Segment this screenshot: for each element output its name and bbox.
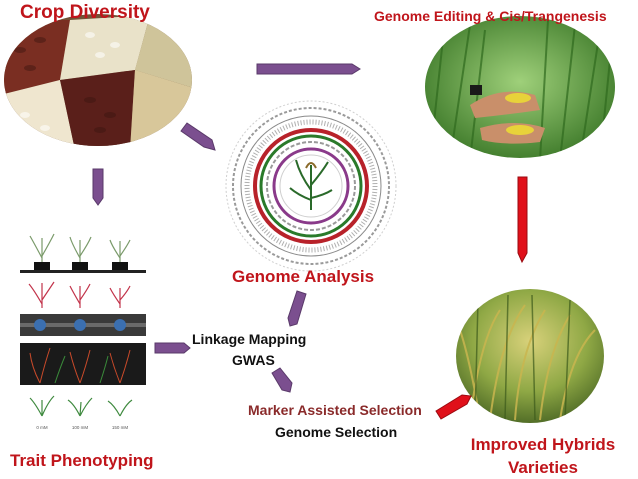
trait-phenotyping-title: Trait Phenotyping: [10, 451, 154, 470]
genome-analysis-title: Genome Analysis: [232, 267, 375, 286]
improved-title-line1: Improved Hybrids: [470, 435, 616, 454]
genome-editing-image: [425, 16, 615, 158]
arrow-genome-to-mapping: [287, 290, 307, 327]
arrow-crop-to-genome: [180, 122, 216, 151]
linkage-mapping-label: Linkage Mapping: [192, 331, 307, 347]
scale-label-100: 100 mM: [72, 425, 89, 430]
genome-circos-plot: [225, 100, 397, 272]
improved-varieties-image: [456, 289, 604, 423]
scale-label-150: 150 mM: [112, 425, 129, 430]
arrows-red: [435, 176, 528, 420]
improved-title-line2: Varieties: [508, 458, 578, 477]
arrow-phenotype-to-mapping: [154, 342, 191, 354]
arrow-crop-to-editing: [256, 63, 361, 75]
arrow-mapping-to-mas: [271, 367, 293, 393]
scale-label-0: 0 mM: [36, 425, 48, 430]
genome-selection-label: Genome Selection: [275, 424, 398, 440]
improved-varieties-title: Improved Hybrids Varieties: [448, 433, 638, 479]
arrow-crop-to-phenotype: [92, 168, 104, 206]
arrow-editing-to-improved: [517, 176, 528, 264]
arrows-purple: [92, 63, 361, 393]
gwas-label: GWAS: [232, 352, 275, 368]
marker-assisted-selection-label: Marker Assisted Selection: [248, 402, 422, 418]
genome-editing-title: Genome Editing & Cis/Trangenesis: [374, 8, 607, 24]
trait-phenotyping-image: 0 mM 100 mM 150 mM: [20, 228, 146, 433]
crop-diversity-title: Crop Diversity: [20, 2, 150, 23]
crop-diversity-image: [4, 14, 192, 146]
arrow-mas-to-improved: [435, 394, 472, 420]
